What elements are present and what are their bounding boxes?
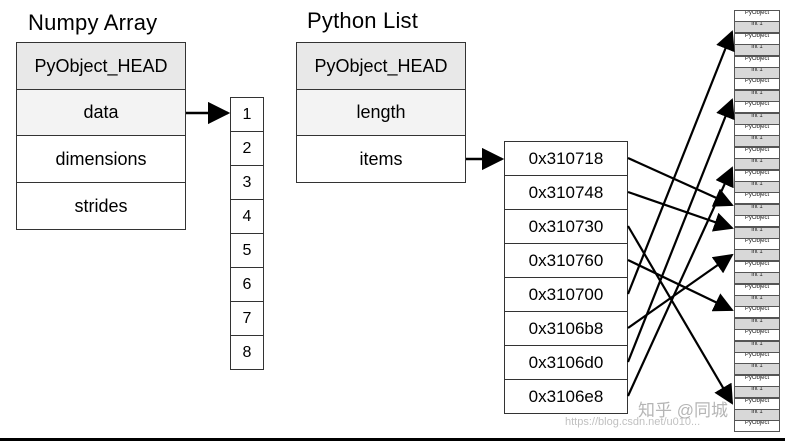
heap-object-text: PyObject: [744, 306, 770, 313]
object-pointer-arrow: [627, 225, 734, 405]
pointer-cell: 0x3106d0: [504, 345, 628, 380]
pointer-address: 0x310748: [528, 182, 604, 202]
numpy-data-field: data: [16, 89, 186, 136]
heap-object-text: int 1: [751, 272, 763, 279]
buffer-cell: 5: [230, 233, 264, 268]
heap-object-text: int 1: [751, 295, 763, 301]
pointer-cell: 0x310700: [504, 277, 628, 312]
heap-object-text: int 1: [751, 21, 763, 28]
heap-object-text: int 1: [751, 158, 763, 165]
heap-object-text: int 1: [751, 135, 763, 142]
pointer-address: 0x3106b8: [528, 318, 604, 338]
heap-object-text: PyObject: [744, 32, 770, 39]
heap-object-text: PyObject: [744, 352, 770, 358]
heap-object-text: PyObject: [744, 192, 770, 199]
pointer-address: 0x310730: [528, 216, 604, 236]
heap-object-text: int 1: [751, 89, 763, 96]
heap-object-text: int 1: [751, 249, 763, 256]
numpy-array-title: Numpy Array: [28, 10, 158, 35]
heap-object-text: PyObject: [744, 238, 770, 244]
object-pointer-arrow: [627, 253, 734, 329]
buffer-value: 2: [242, 139, 252, 157]
pointer-cell: 0x310718: [504, 141, 628, 176]
pointer-address: 0x3106e8: [528, 386, 604, 406]
object-pointer-arrow: [626, 166, 734, 397]
numpy-dimensions-label: dimensions: [55, 148, 147, 169]
heap-object-text: int 1: [751, 203, 763, 210]
buffer-cell: 2: [230, 131, 264, 166]
watermark-url: https://blog.csdn.net/u010...: [565, 416, 701, 428]
heap-object-text: PyObject: [744, 78, 770, 85]
pointer-cell: 0x310730: [504, 209, 628, 244]
heap-object-text: int 1: [751, 181, 763, 187]
buffer-cell: 7: [230, 301, 264, 336]
buffer-cell: 1: [230, 97, 264, 132]
object-pointer-arrow: [627, 190, 734, 232]
heap-object-text: PyObject: [744, 374, 770, 381]
heap-object-text: PyObject: [744, 169, 770, 176]
bottom-rule: [0, 438, 785, 441]
object-pointer-arrow: [626, 98, 735, 363]
list-length-label: length: [356, 102, 406, 122]
numpy-strides-label: strides: [74, 195, 128, 216]
heap-object-text: int 1: [751, 340, 763, 347]
buffer-value: 4: [242, 207, 252, 225]
heap-object-text: PyObject: [744, 146, 770, 153]
buffer-cell: 4: [230, 199, 264, 234]
heap-object-text: int 1: [751, 67, 763, 73]
list-items-label: items: [359, 148, 403, 169]
heap-object-text: int 1: [751, 386, 763, 393]
buffer-value: 7: [242, 309, 252, 327]
heap-object-text: PyObject: [744, 101, 770, 108]
list-pyobject-head-field: PyObject_HEAD: [296, 42, 466, 90]
heap-object-text: PyObject: [744, 10, 770, 16]
watermark-text: 知乎 @同城: [638, 401, 728, 420]
buffer-cell: 6: [230, 267, 264, 302]
buffer-value: 6: [242, 275, 252, 293]
pointer-cell: 0x310760: [504, 243, 628, 278]
numpy-data-label: data: [83, 102, 119, 122]
heap-object-text: int 1: [751, 317, 763, 324]
heap-object-text: int 1: [751, 44, 763, 51]
heap-object-text: PyObject: [744, 124, 770, 130]
python-list-title: Python List: [307, 8, 419, 33]
buffer-value: 3: [242, 173, 252, 191]
heap-object-text: int 1: [751, 112, 763, 119]
heap-object-text: int 1: [751, 226, 763, 233]
pointer-cell: 0x310748: [504, 175, 628, 210]
buffer-cell: 8: [230, 335, 264, 370]
buffer-cell: 3: [230, 165, 264, 200]
object-pointer-arrow: [627, 259, 734, 312]
buffer-value: 1: [242, 105, 252, 123]
object-pointer-arrow: [627, 156, 734, 207]
heap-object-text: PyObject: [744, 420, 770, 427]
heap-object-cell: PyObject: [734, 420, 780, 433]
pointer-address: 0x310718: [528, 148, 604, 168]
heap-object-text: int 1: [751, 363, 763, 370]
heap-object-text: int 1: [751, 409, 763, 415]
buffer-value: 8: [242, 343, 252, 361]
list-items-field: items: [296, 135, 466, 183]
pointer-address: 0x310700: [528, 284, 604, 304]
buffer-value: 5: [242, 241, 252, 259]
heap-object-text: PyObject: [744, 283, 770, 290]
object-pointer-arrow: [626, 30, 735, 295]
heap-object-text: PyObject: [744, 55, 770, 62]
numpy-pyobject-head-label: PyObject_HEAD: [34, 55, 168, 76]
pointer-cell: 0x3106e8: [504, 379, 628, 414]
pointer-address: 0x310760: [528, 250, 604, 270]
heap-object-text: PyObject: [744, 260, 770, 267]
pointer-address: 0x3106d0: [528, 352, 604, 372]
numpy-strides-field: strides: [16, 182, 186, 230]
heap-object-text: PyObject: [744, 397, 770, 404]
heap-object-text: PyObject: [744, 215, 770, 222]
heap-object-cell: PyObject: [734, 146, 780, 159]
list-pyobject-head-label: PyObject_HEAD: [314, 55, 448, 76]
heap-object-text: PyObject: [744, 329, 770, 336]
